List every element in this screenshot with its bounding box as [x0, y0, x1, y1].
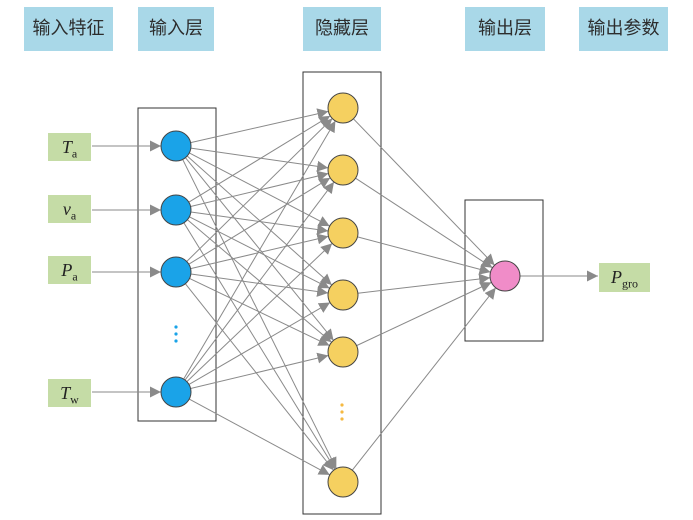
- input-hidden-edge: [185, 157, 334, 341]
- neuron-nodes: [160, 92, 521, 498]
- input-label-va: va: [48, 195, 91, 223]
- hidden-node: [327, 154, 359, 186]
- header-input-features: 输入特征: [24, 7, 113, 51]
- input-hidden-edge: [188, 177, 331, 265]
- input-hidden-edge: [184, 283, 335, 471]
- input-label-Ta: Ta: [48, 133, 91, 161]
- input-hidden-edge: [182, 159, 337, 469]
- input-hidden-edge: [190, 233, 329, 270]
- input-hidden-edge: [183, 222, 336, 470]
- input-hidden-edge: [188, 302, 331, 385]
- input-layer-frame: [137, 107, 217, 422]
- output-label-Pgro: Pgro: [599, 263, 650, 292]
- output-node: [489, 260, 521, 292]
- header-input-layer: 输入层: [138, 7, 214, 51]
- input-hidden-edge: [190, 147, 329, 172]
- header-hidden-layer: 隐藏层: [303, 7, 381, 51]
- input-hidden-edge: [186, 118, 333, 262]
- hidden-node: [327, 92, 359, 124]
- connection-lines: [92, 108, 598, 476]
- hidden-node: [327, 217, 359, 249]
- hidden-ellipsis-dots: [340, 403, 344, 421]
- header-output-layer: 输出层: [465, 7, 545, 51]
- hidden-output-edge: [357, 273, 491, 294]
- input-node: [160, 376, 192, 408]
- input-node: [160, 130, 192, 162]
- hidden-layer-frame: [302, 71, 382, 515]
- input-hidden-edge: [190, 352, 329, 389]
- input-hidden-edge: [188, 115, 331, 203]
- input-node: [160, 194, 192, 226]
- hidden-output-edge: [351, 287, 497, 471]
- hidden-node: [327, 336, 359, 368]
- input-node: [160, 256, 192, 288]
- hidden-output-edge: [355, 177, 493, 269]
- hidden-output-edge: [356, 281, 492, 347]
- input-hidden-edge: [190, 273, 329, 297]
- input-ellipsis-dots: [174, 325, 178, 343]
- input-hidden-edge: [186, 242, 333, 383]
- hidden-output-edge: [353, 118, 495, 266]
- input-hidden-edge: [188, 398, 331, 476]
- input-hidden-edge: [184, 181, 335, 381]
- hidden-node: [327, 466, 359, 498]
- hidden-output-edge: [357, 236, 491, 275]
- input-hidden-edge: [190, 108, 329, 144]
- output-layer-frame: [464, 199, 544, 342]
- input-label-Pa: Pa: [48, 256, 91, 284]
- input-label-Tw: Tw: [48, 379, 91, 407]
- hidden-node: [327, 279, 359, 311]
- input-hidden-edge: [183, 120, 336, 380]
- header-output-params: 输出参数: [579, 7, 668, 51]
